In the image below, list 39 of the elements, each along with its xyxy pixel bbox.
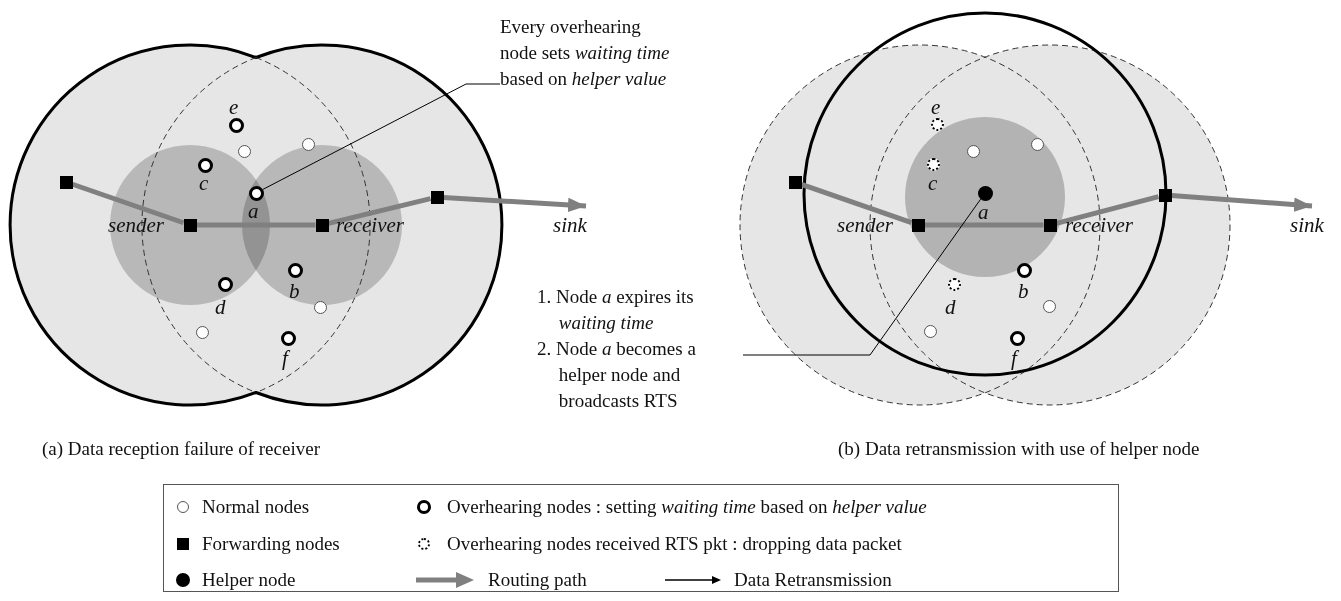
node-label: d [215,296,226,318]
node-label: e [229,96,239,118]
routing-path [1055,194,1160,226]
node-label: a [248,200,259,222]
legend-text: Routing path [488,568,587,592]
figure-caption: (b) Data retransmission with use of helper node [838,437,1200,461]
routing-path-arrow [1171,193,1313,212]
legend-text: Overhearing nodes : setting waiting time based on helper value [447,495,927,519]
legend-text: Normal nodes [202,495,310,519]
routing-path [924,222,1044,228]
node-label: sender [837,214,893,236]
callout-text: 2. Node a becomes a helper node and broadcasts RTS [537,337,697,413]
sink-label: sink [553,206,599,238]
node-label: receiver [336,214,404,236]
leader-line [742,198,982,356]
node-label: a [978,201,989,223]
routing-path [196,222,316,228]
legend-text: Data Retransmission [734,568,892,592]
routing-path [327,196,432,226]
node-label: f [1011,347,1017,369]
node-label: e [931,96,941,118]
legend-text: Forwarding nodes [202,532,340,556]
node-label: f [282,347,288,369]
node-label: b [1018,280,1029,302]
routing-path [800,181,913,226]
routing-path [71,181,185,226]
sink-label: sink [1290,206,1336,238]
node-label: sender [108,214,164,236]
routing-path-arrow [443,194,587,213]
leader-line [262,83,501,191]
node-label: c [928,172,938,194]
node-label: c [199,172,209,194]
callout-text: Every overhearing node sets waiting time based on helper value [500,15,671,91]
node-label: d [945,296,956,318]
figure-caption: (a) Data reception failure of receiver [42,437,320,461]
node-label: receiver [1065,214,1133,236]
legend-text: Helper node [202,568,296,592]
node-label: b [289,280,300,302]
legend-text: Overhearing nodes received RTS pkt : dropping data packet [447,532,902,556]
